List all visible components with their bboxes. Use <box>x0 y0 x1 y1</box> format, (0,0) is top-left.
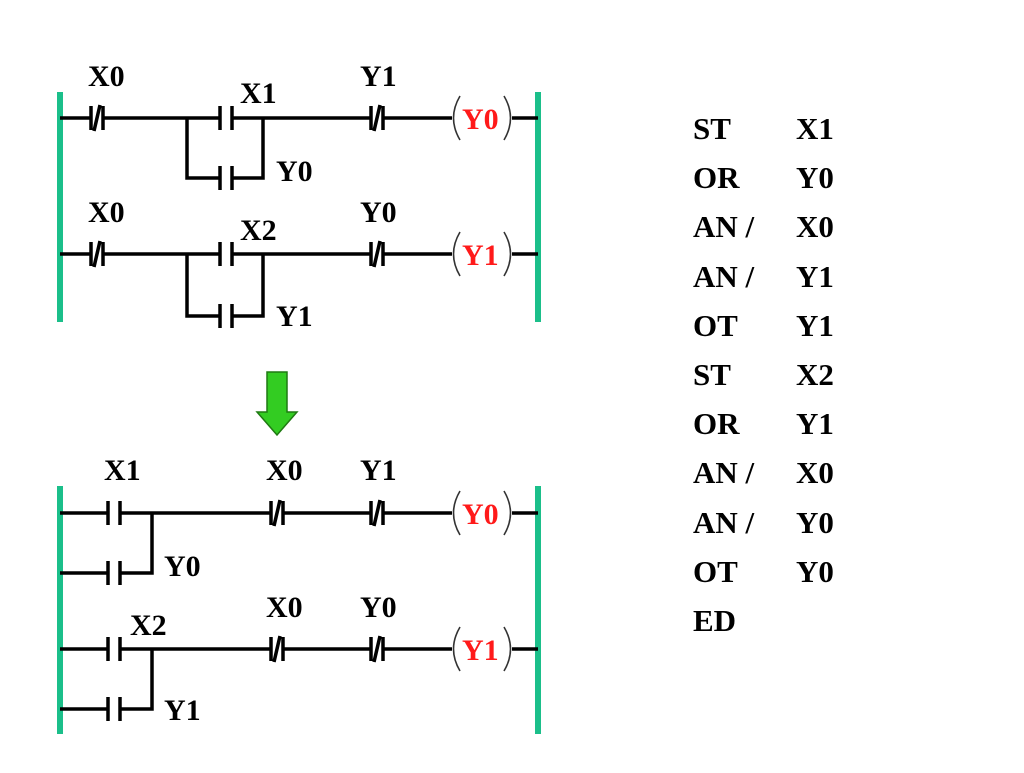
instruction-operand: X2 <box>796 356 834 392</box>
instruction-operand: X0 <box>796 209 834 245</box>
instruction-op: AN / <box>693 455 755 491</box>
instruction-row: OR Y1 <box>693 399 873 448</box>
instruction-op: OT <box>693 553 738 589</box>
instruction-operand: Y1 <box>796 307 834 343</box>
instruction-row: AN / X0 <box>693 448 873 497</box>
contact-label: Y0 <box>360 196 397 229</box>
instruction-op: AN / <box>693 504 755 540</box>
instruction-row: AN / Y0 <box>693 498 873 547</box>
contact-label: X1 <box>240 77 277 110</box>
instruction-row: ST X2 <box>693 350 873 399</box>
instruction-op: ST <box>693 356 731 392</box>
contact-label: Y0 <box>360 591 397 624</box>
contact-label: X0 <box>266 591 303 624</box>
instruction-row: ED <box>693 596 873 645</box>
coil-label: Y1 <box>462 239 499 272</box>
contact-label: Y1 <box>360 60 397 93</box>
instruction-row: ST X1 <box>693 104 873 153</box>
instruction-op: ED <box>693 602 737 638</box>
coil-label: Y0 <box>462 103 499 136</box>
instruction-operand: X1 <box>796 111 834 146</box>
rung-2: X0 X2 Y1 Y0 Y1 <box>60 196 538 333</box>
contact-label: Y0 <box>276 155 313 188</box>
instruction-op: AN / <box>693 258 755 294</box>
ladder-before: X0 X1 Y0 Y1 Y0 X0 X2 Y1 Y0 Y1 <box>57 60 541 333</box>
contact-label: X2 <box>240 214 277 247</box>
rung-2: X2 Y1 X0 Y0 Y1 <box>60 591 538 727</box>
ladder-after: X1 Y0 X0 Y1 Y0 X2 Y1 X0 Y0 Y1 <box>57 454 541 734</box>
down-arrow-icon <box>255 371 299 437</box>
instruction-row: OT Y0 <box>693 547 873 596</box>
contact-label: Y1 <box>164 694 201 727</box>
instruction-operand: X0 <box>796 455 834 491</box>
contact-label: Y0 <box>164 550 201 583</box>
instruction-op: ST <box>693 111 731 146</box>
contact-label: X0 <box>266 454 303 487</box>
rung-1: X1 Y0 X0 Y1 Y0 <box>60 454 538 585</box>
instruction-operand: Y1 <box>796 406 834 442</box>
coil-label: Y0 <box>462 498 499 531</box>
contact-label: X0 <box>88 60 125 93</box>
coil-label: Y1 <box>462 634 499 667</box>
instruction-row: OT Y1 <box>693 301 873 350</box>
instruction-operand: Y0 <box>796 553 834 589</box>
contact-label: X2 <box>130 609 167 642</box>
instruction-row: AN / Y1 <box>693 252 873 301</box>
instruction-op: AN / <box>693 209 755 245</box>
instruction-operand: Y1 <box>796 258 834 294</box>
instruction-operand: Y0 <box>796 504 834 540</box>
instruction-op: OT <box>693 307 738 343</box>
contact-label: Y1 <box>276 300 313 333</box>
instruction-op: OR <box>693 160 740 196</box>
instruction-op: OR <box>693 406 740 442</box>
contact-label: X0 <box>88 196 125 229</box>
contact-label: X1 <box>104 454 141 487</box>
instruction-row: AN / X0 <box>693 202 873 251</box>
instruction-operand: Y0 <box>796 160 834 196</box>
instruction-row: OR Y0 <box>693 153 873 202</box>
rung-1: X0 X1 Y0 Y1 Y0 <box>60 60 538 190</box>
contact-label: Y1 <box>360 454 397 487</box>
